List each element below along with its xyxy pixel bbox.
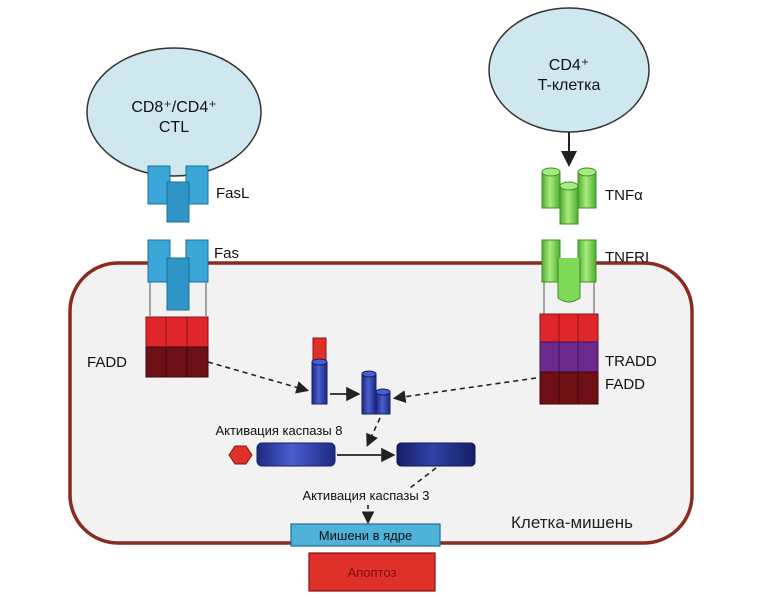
fasl-ligand bbox=[147, 165, 209, 223]
procaspase3-prodomain bbox=[228, 445, 253, 465]
target-cell-label: Клетка-мишень bbox=[511, 513, 633, 532]
active-caspase-3 bbox=[396, 442, 476, 467]
procaspase-8 bbox=[311, 337, 328, 405]
caspase8-activation-label: Активация каспазы 8 bbox=[215, 423, 342, 438]
caspase3-activation-label: Активация каспазы 3 bbox=[302, 488, 429, 503]
caspase3-dashed-line bbox=[409, 467, 437, 489]
ctl-cell-body bbox=[86, 47, 262, 177]
ctl-cell-label-line2: CTL bbox=[159, 119, 189, 136]
fadd-left-to-caspase8-arrow bbox=[207, 361, 310, 394]
fadd-right-label: FADD bbox=[605, 376, 645, 393]
tnfri-receptor bbox=[541, 239, 597, 316]
active-caspase-8 bbox=[361, 370, 391, 415]
fadd-right-to-caspase8-arrow bbox=[392, 377, 537, 403]
fadd-left-complex bbox=[145, 316, 209, 378]
tnfa-label: TNFα bbox=[605, 187, 643, 204]
ctl-cell-label-line1: CD8⁺/CD4⁺ bbox=[131, 99, 216, 116]
tradd-fadd-right-complex bbox=[539, 313, 599, 405]
tnfri-label: TNFRI bbox=[605, 249, 649, 266]
tnf-alpha-ligand bbox=[541, 167, 597, 225]
cd4-t-cell: CD4⁺ T-клетка bbox=[488, 7, 650, 167]
nuclear-targets-box: Мишени в ядре bbox=[290, 523, 441, 547]
procaspase-3 bbox=[228, 442, 336, 467]
fas-receptor bbox=[147, 239, 209, 316]
fasl-label: FasL bbox=[216, 185, 249, 202]
t-cell-label-line1: CD4⁺ bbox=[549, 57, 589, 74]
apoptosis-label: Апоптоз bbox=[348, 565, 397, 580]
tradd-label: TRADD bbox=[605, 353, 657, 370]
fas-label: Fas bbox=[214, 245, 239, 262]
t-cell-label-line2: T-клетка bbox=[538, 77, 601, 94]
fadd-left-label: FADD bbox=[87, 354, 127, 371]
caspase8-to-caspase3-arrow bbox=[366, 417, 381, 447]
procaspase3-body bbox=[256, 442, 336, 467]
ctl-cell: CD8⁺/CD4⁺ CTL bbox=[86, 47, 262, 177]
apoptosis-box: Апоптоз bbox=[308, 552, 436, 592]
nuclear-targets-label: Мишени в ядре bbox=[319, 528, 412, 543]
